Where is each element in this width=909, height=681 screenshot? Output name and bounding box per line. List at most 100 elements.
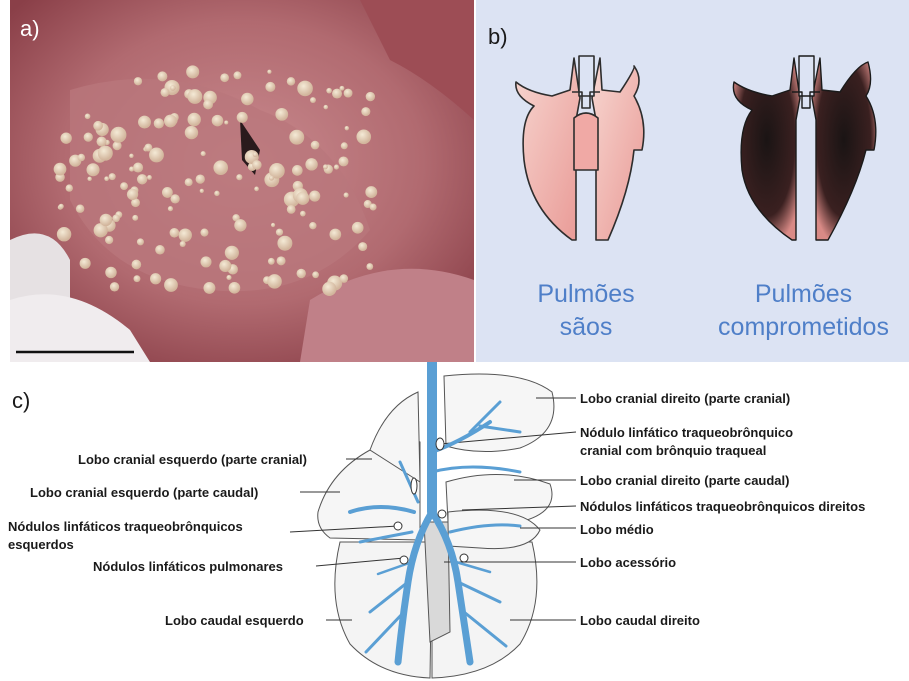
nodule [212,115,224,127]
affected-lungs-caption: Pulmões comprometidos [701,278,906,344]
label-lymph-left-1: Nódulos linfáticos traqueobrônquicos [8,518,243,535]
nodule [161,88,170,97]
nodule [271,223,275,227]
nodule [104,176,109,181]
healthy-lungs-caption: Pulmões sãos [486,278,686,344]
nodule [234,71,242,79]
nodule [164,115,177,128]
nodule [86,163,99,176]
healthy-lungs [516,56,644,240]
nodule [87,177,91,181]
nodule [253,152,258,157]
nodule [186,65,199,78]
label-lymph-tracheobronchial-cranial-1: Nódulo linfático traqueobrônquico [580,424,793,441]
nodule [133,162,143,172]
nodule [370,203,377,210]
nodule [275,108,288,121]
label-lymph-pulmonary: Nódulos linfáticos pulmonares [93,558,283,575]
nodule [323,164,328,169]
nodule [203,282,215,294]
nodule [66,184,73,191]
label-lymph-left-2: esquerdos [8,536,74,553]
label-lymph-right: Nódulos linfáticos traqueobrônquicos dir… [580,498,865,515]
nodule [138,116,151,129]
nodule [200,229,208,237]
affected-caption-line1: Pulmões [701,278,906,311]
nodule [361,107,370,116]
nodule [296,192,309,205]
nodule [110,127,126,143]
nodule [80,258,91,269]
label-lymph-tracheobronchial-cranial-2: cranial com brônquio traqueal [580,442,766,459]
nodule [76,204,84,212]
affected-caption-line2: comprometidos [701,311,906,344]
nodule [157,71,167,81]
nodule [345,126,349,130]
nodule [112,215,120,223]
nodule [57,227,71,241]
nodule [297,269,306,278]
nodule [180,241,186,247]
nodule [292,165,303,176]
nodule [200,256,211,267]
nodule [326,88,332,94]
nodule [109,173,116,180]
affected-lungs [733,56,875,240]
nodule [203,100,213,110]
nodule [322,282,336,296]
nodule [224,120,228,124]
nodule [340,274,349,283]
nodule [309,222,316,229]
nodule [170,85,176,91]
nodule [366,263,373,270]
nodule [155,245,165,255]
nodule [150,273,161,284]
panel-a-label: a) [20,18,40,40]
nodule [100,214,112,226]
nodule [129,154,133,158]
nodule [267,274,281,288]
nodule [179,228,192,241]
nodule [185,126,198,139]
healthy-caption-line2: sãos [486,311,686,344]
label-cranial-left-cranial: Lobo cranial esquerdo (parte cranial) [78,451,307,468]
lung-comparison-panel: b) Pulmões [476,0,909,362]
nodule [237,112,248,123]
nodule [252,160,262,170]
nodule [59,204,64,209]
nodule [149,148,164,163]
nodule [225,246,239,260]
nodule [105,267,116,278]
nodule [236,174,242,180]
nodule [339,156,349,166]
nodule [287,205,296,214]
nodule [85,114,91,120]
nodule [311,141,320,150]
nodule [334,165,339,170]
nodule [344,193,349,198]
nodule [154,118,164,128]
nodule [312,271,319,278]
nodule [300,211,306,217]
nodule [277,256,286,265]
nodule [188,113,201,126]
nodule [127,189,138,200]
nodule [60,132,71,143]
label-accessory-lobe: Lobo acessório [580,554,676,571]
nodule [170,194,179,203]
nodule [134,275,141,282]
nodule [254,187,259,192]
nodule [132,215,138,221]
nodule [134,77,142,85]
nodule [213,160,228,175]
lung-photo-panel: a) [10,0,474,362]
label-caudal-right: Lobo caudal direito [580,612,700,629]
nodule [201,151,206,156]
nodule [287,77,295,85]
label-cranial-left-caudal: Lobo cranial esquerdo (parte caudal) [30,484,258,501]
nodule [137,238,144,245]
nodule [269,176,274,181]
nodule [277,236,292,251]
nodule [93,121,103,131]
nodule [97,137,107,147]
